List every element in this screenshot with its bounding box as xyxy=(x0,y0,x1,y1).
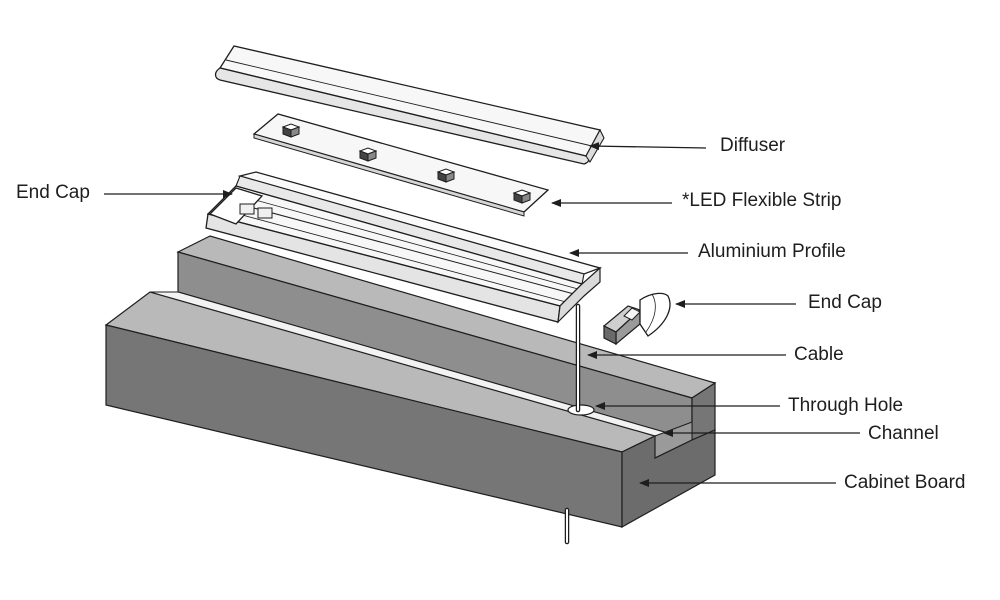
leader-arrows xyxy=(104,142,860,487)
led-chip xyxy=(281,123,301,138)
label-cabinet-board: Cabinet Board xyxy=(844,472,966,493)
profile-right-end xyxy=(557,266,601,324)
led-flexible-strip xyxy=(252,113,550,217)
led-chip xyxy=(436,168,456,183)
label-aluminium-profile: Aluminium Profile xyxy=(698,241,846,262)
label-channel: Channel xyxy=(868,423,939,444)
arrow-diffuser xyxy=(589,142,707,151)
label-end-cap-left: End Cap xyxy=(16,182,90,203)
label-through-hole: Through Hole xyxy=(788,395,904,416)
through-hole xyxy=(567,404,595,416)
label-end-cap-right: End Cap xyxy=(808,292,882,313)
board-front-end xyxy=(621,429,716,529)
diffuser xyxy=(214,45,605,165)
led-chip xyxy=(512,189,532,204)
label-cable: Cable xyxy=(794,344,844,365)
right-end-cap xyxy=(602,292,671,346)
cabinet-board xyxy=(104,235,717,529)
label-diffuser: Diffuser xyxy=(720,135,786,156)
aluminium-profile xyxy=(205,171,603,324)
led-chip xyxy=(358,147,378,162)
cable xyxy=(564,303,581,545)
label-led-flexible-strip: *LED Flexible Strip xyxy=(682,190,842,211)
